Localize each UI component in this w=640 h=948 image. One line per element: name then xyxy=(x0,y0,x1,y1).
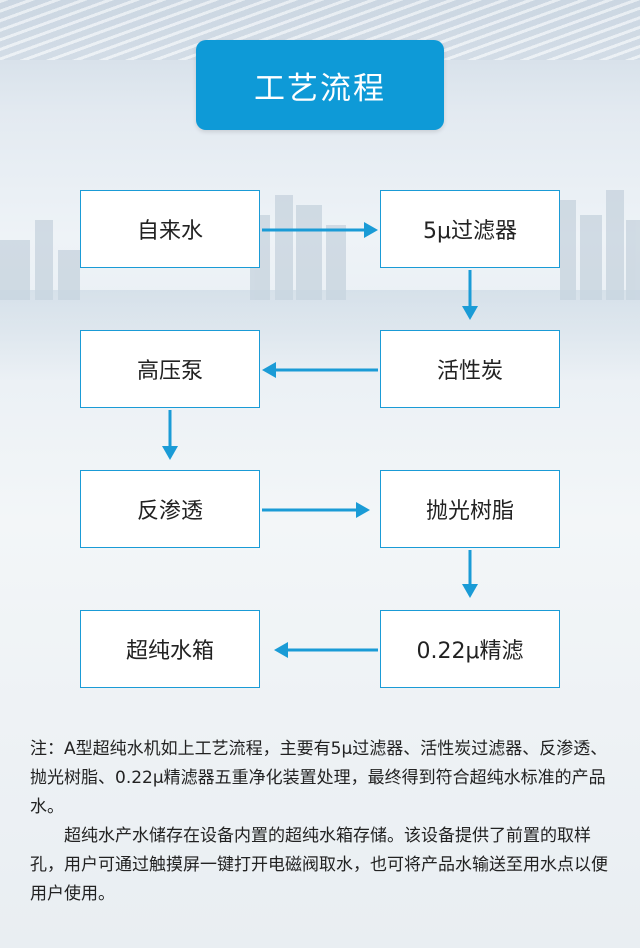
flow-node-high-pressure-pump: 高压泵 xyxy=(80,330,260,408)
arrowhead-n2-n3 xyxy=(462,306,478,320)
flow-node-reverse-osmosis: 反渗透 xyxy=(80,470,260,548)
arrowhead-n6-n7 xyxy=(462,584,478,598)
flow-node-polishing-resin: 抛光树脂 xyxy=(380,470,560,548)
title-banner: 工艺流程 xyxy=(196,40,444,130)
process-notes: 注：A型超纯水机如上工艺流程，主要有5μ过滤器、活性炭过滤器、反渗透、抛光树脂、… xyxy=(30,735,612,909)
arrowhead-n3-n4 xyxy=(262,362,276,378)
arrowhead-n7-n8 xyxy=(274,642,288,658)
flow-node-activated-carbon: 活性炭 xyxy=(380,330,560,408)
background-city-skyline xyxy=(0,190,640,300)
arrowhead-n1-n2 xyxy=(364,222,378,238)
flow-node-tap-water: 自来水 xyxy=(80,190,260,268)
flow-node-022u-fine-filter: 0.22μ精滤 xyxy=(380,610,560,688)
flow-node-5u-filter: 5μ过滤器 xyxy=(380,190,560,268)
page-title: 工艺流程 xyxy=(254,70,386,107)
flow-node-ultrapure-tank: 超纯水箱 xyxy=(80,610,260,688)
note-paragraph-2: 超纯水产水储存在设备内置的超纯水箱存储。该设备提供了前置的取样孔，用户可通过触摸… xyxy=(30,826,608,904)
note-paragraph-1: 注：A型超纯水机如上工艺流程，主要有5μ过滤器、活性炭过滤器、反渗透、抛光树脂、… xyxy=(30,739,608,817)
arrowhead-n4-n5 xyxy=(162,446,178,460)
arrowhead-n5-n6 xyxy=(356,502,370,518)
